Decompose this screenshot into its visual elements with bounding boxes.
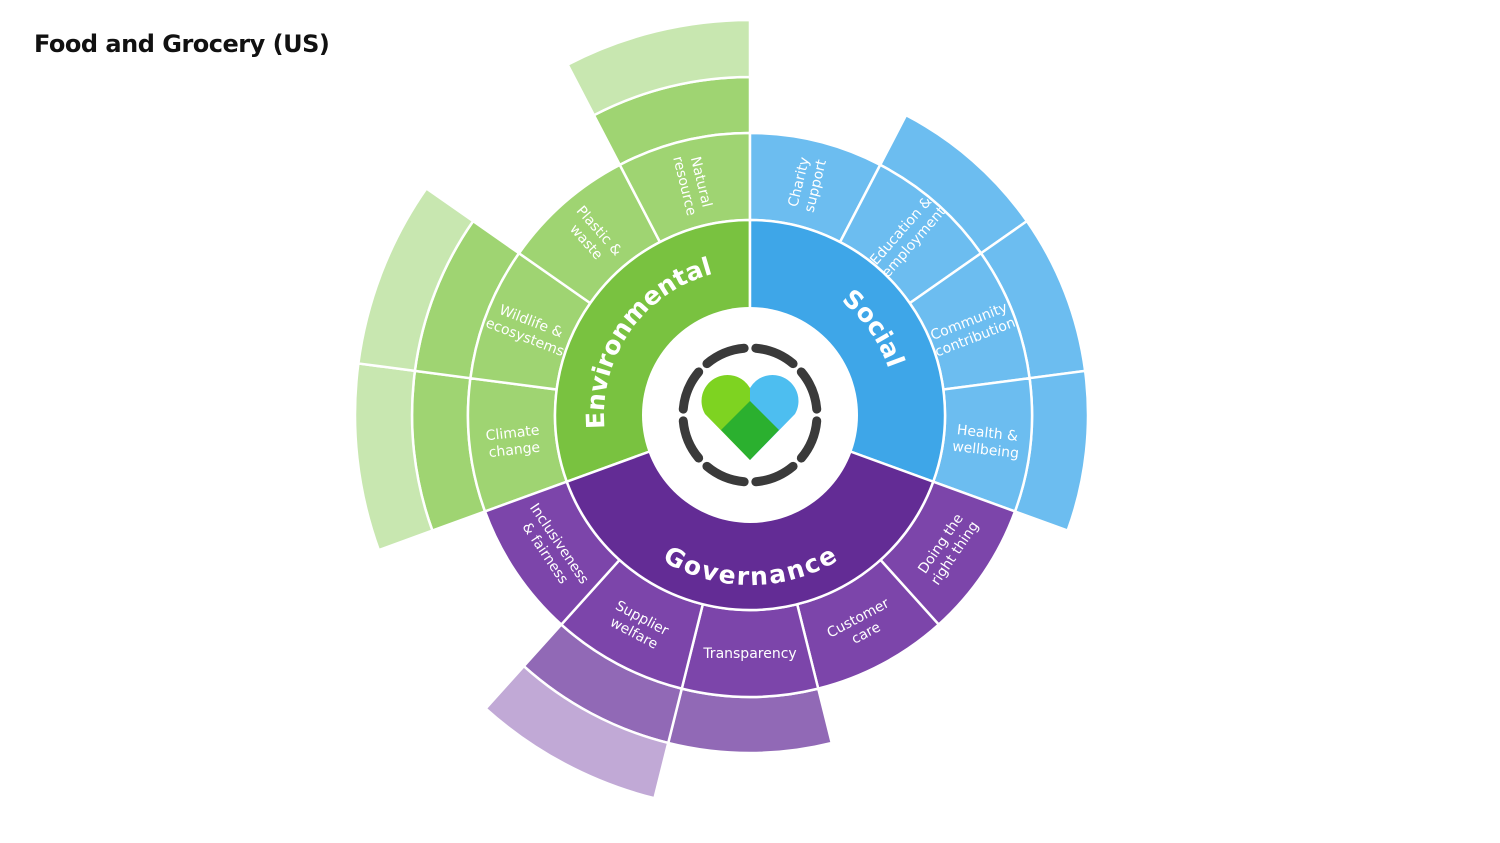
segment-label-line: Transparency [702, 646, 796, 662]
center-ring-arc [751, 461, 798, 487]
center-ring-arc [796, 416, 822, 463]
heart-logo-icon [701, 375, 799, 460]
center-ring-arc [702, 343, 749, 369]
center-ring-arc [678, 416, 704, 463]
segment-label-line: wellbeing [951, 439, 1019, 462]
segment-label-transparency: Transparency [702, 646, 796, 662]
segment-extension-outer-natural-resource [565, 18, 752, 117]
segment-label-line: Climate [485, 423, 540, 445]
segment-band-layer [466, 131, 1034, 699]
center-ring-arc [796, 367, 822, 414]
center-ring-arc [702, 461, 749, 487]
segment-label-health-and-wellbeing: Health &wellbeing [951, 422, 1021, 462]
segment-extension-outer-supplier-welfare [483, 664, 670, 800]
pillar-core-layer [553, 218, 947, 612]
page-title: Food and Grocery (US) [34, 30, 330, 58]
center-ring-arc [751, 343, 798, 369]
segment-extension-outer-wildlife-and-ecosystems [356, 186, 475, 373]
heart-center-diamond [721, 401, 779, 460]
center-emblem [642, 307, 858, 523]
segment-label-line: Health & [956, 422, 1019, 445]
center-ring-arc [678, 367, 704, 414]
center-ring [678, 343, 822, 487]
segment-label-line: change [488, 440, 541, 462]
segment-label-climate-change: Climatechange [485, 423, 542, 462]
